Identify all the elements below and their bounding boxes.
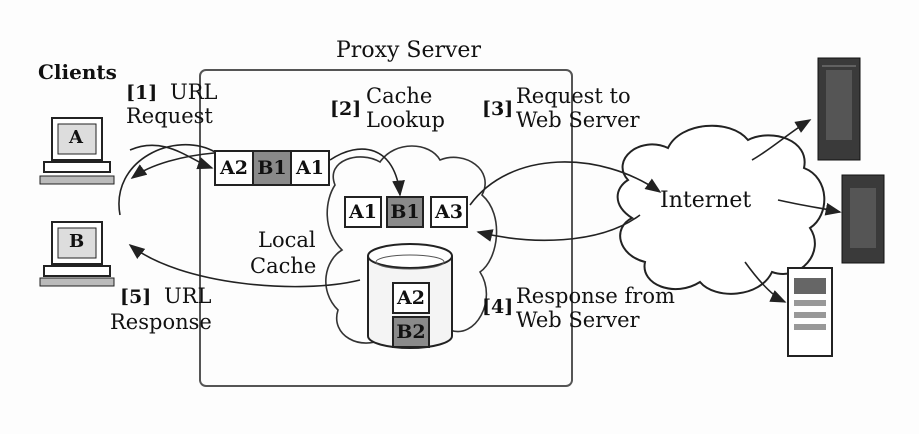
queue-top-cell: A2	[216, 152, 254, 184]
local-cache-line2: Cache	[250, 256, 316, 277]
web-server-2	[842, 175, 884, 263]
queue-mid-cell: B1	[386, 196, 424, 228]
step2-line1: Cache	[366, 86, 432, 107]
step5-number: [5]	[120, 288, 151, 307]
queue-mid-cell: A1	[344, 196, 382, 228]
client-b-label: B	[69, 233, 84, 251]
step4-line2: Web Server	[516, 310, 640, 331]
web-server-1	[818, 58, 860, 160]
web-server-3	[788, 268, 832, 356]
step2-number: [2]	[330, 100, 361, 119]
client-a-label: A	[69, 129, 83, 147]
queue-top-cell: A1	[292, 152, 328, 184]
step1-line2: Request	[126, 106, 213, 127]
cache-item-a2: A2	[392, 282, 430, 314]
proxy-server-title: Proxy Server	[336, 40, 481, 62]
step1-number: [1]	[126, 84, 157, 103]
step1-line1: URL	[170, 82, 217, 103]
clients-label: Clients	[38, 62, 117, 82]
local-cache-line1: Local	[258, 230, 316, 251]
request-queue-top: A2 B1 A1	[214, 150, 330, 186]
step5-line1: URL	[164, 286, 211, 307]
cache-item-label: B2	[394, 318, 428, 346]
step5-line2: Response	[110, 312, 212, 333]
internet-label: Internet	[660, 190, 751, 212]
step4-number: [4]	[482, 298, 513, 317]
step3-line2: Web Server	[516, 110, 640, 131]
cache-item-b2: B2	[392, 316, 430, 348]
request-queue-mid: A1 B1 A3	[344, 196, 468, 228]
lookup-curve	[330, 149, 400, 195]
step3-line1: Request to	[516, 86, 631, 107]
step3-number: [3]	[482, 100, 513, 119]
cache-item-label: A2	[394, 284, 428, 312]
queue-mid-cell: A3	[430, 196, 468, 228]
from-internet-arrow	[478, 215, 640, 240]
step4-line1: Response from	[516, 286, 675, 307]
queue-top-cell: B1	[254, 152, 292, 184]
step2-line2: Lookup	[366, 110, 445, 131]
